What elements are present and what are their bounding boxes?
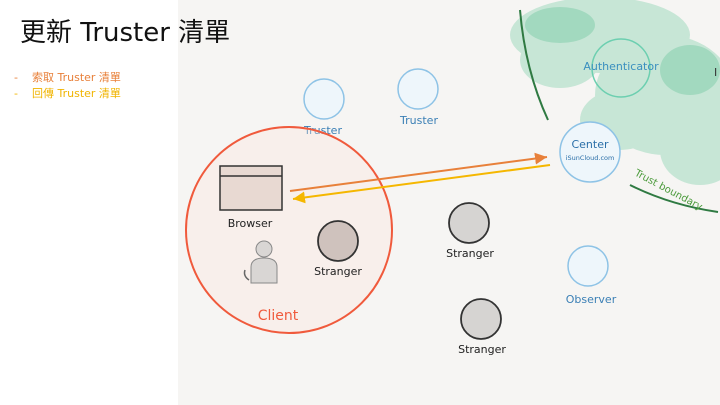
- trust-boundary-arc-lower: [629, 184, 719, 213]
- slide-title: 更新 Truster 清單: [20, 18, 231, 48]
- client-label: Client: [258, 308, 299, 324]
- truster-label-2: Truster: [399, 114, 438, 127]
- trusted-zone: [510, 0, 720, 185]
- stranger-node-1: [448, 202, 490, 244]
- stranger-label-1: Stranger: [446, 247, 494, 260]
- client-stranger-node: [317, 220, 359, 262]
- bullet-request-text: 索取 Truster 清單: [32, 71, 121, 84]
- observer-label: Observer: [566, 293, 617, 306]
- trusted-zone-shade: [525, 7, 720, 95]
- client-stranger-label: Stranger: [314, 265, 362, 278]
- edge-mark: I: [714, 66, 717, 79]
- bullet-response-text: 回傳 Truster 清單: [32, 87, 121, 100]
- truster-node-1: [303, 78, 345, 120]
- browser-label: Browser: [228, 217, 273, 230]
- bullet-dash: -: [14, 87, 18, 100]
- person-icon: [243, 240, 278, 284]
- stranger-label-2: Stranger: [458, 343, 506, 356]
- authenticator-node: [591, 38, 651, 98]
- bullet-list: - 索取 Truster 清單 - 回傳 Truster 清單: [14, 70, 121, 102]
- center-label: Center: [571, 138, 609, 151]
- bullet-dash: -: [14, 71, 18, 84]
- client-boundary: [185, 126, 393, 334]
- bullet-response: - 回傳 Truster 清單: [14, 86, 121, 102]
- observer-node: [567, 245, 609, 287]
- browser-window-icon: [219, 165, 283, 211]
- trust-boundary-arc-outer: [519, 9, 549, 121]
- bullet-request: - 索取 Truster 清單: [14, 70, 121, 86]
- response-arrow: [292, 164, 551, 204]
- authenticator-label: Authenticator: [583, 60, 659, 73]
- truster-node-2: [397, 68, 439, 110]
- stranger-node-2: [460, 298, 502, 340]
- request-arrow: [289, 152, 548, 192]
- center-node: [559, 121, 621, 183]
- truster-label-1: Truster: [303, 124, 342, 137]
- center-domain-label: iSunCloud.com: [566, 154, 615, 162]
